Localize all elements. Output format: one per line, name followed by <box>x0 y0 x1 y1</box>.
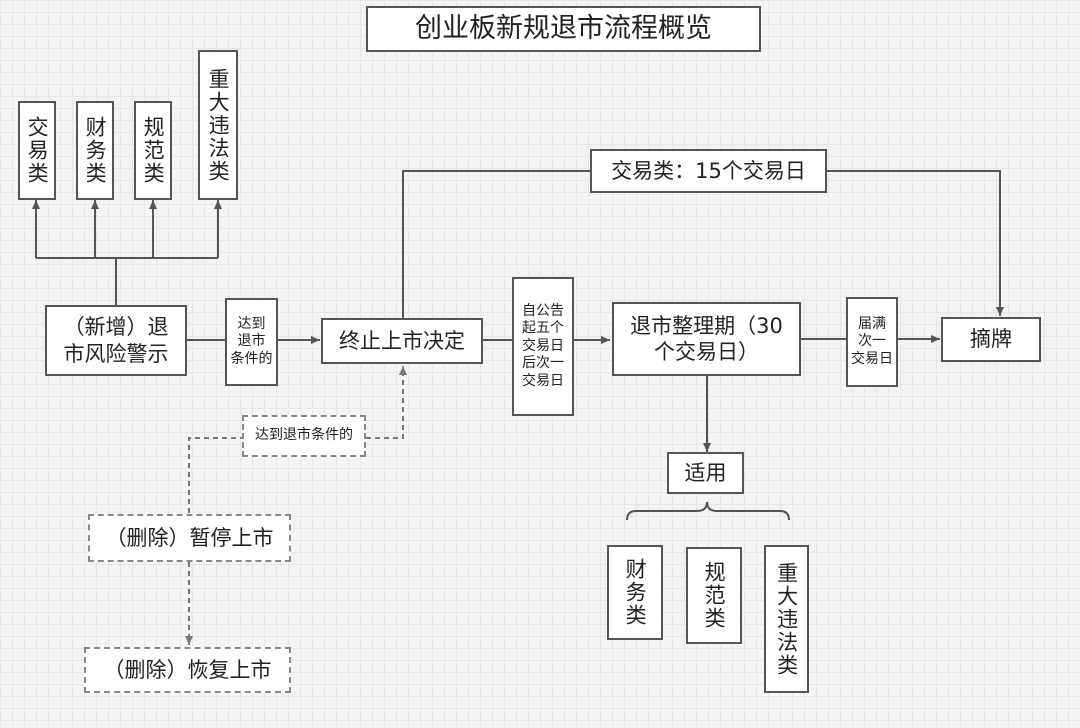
category-major-violation: 重大违法类 <box>198 50 238 200</box>
applicable-major-violation: 重大违法类 <box>764 545 809 693</box>
applicable-compliance: 规范类 <box>686 547 742 644</box>
trading-period-label: 交易类：15个交易日 <box>590 149 827 193</box>
connector-trading-route-right <box>826 170 1004 316</box>
category-trading: 交易类 <box>18 101 56 200</box>
applicable-financial: 财务类 <box>607 545 663 640</box>
delist-box: 摘牌 <box>941 317 1041 362</box>
termination-decision-box: 终止上市决定 <box>321 318 483 364</box>
risk-warning-box: （新增）退 市风险警示 <box>45 305 187 376</box>
announcement-timing-label: 自公告 起五个 交易日 后次一 交易日 <box>512 277 574 416</box>
removed-condition-label: 达到退市条件的 <box>242 415 366 457</box>
expiry-label: 届满 次一 交易日 <box>846 297 898 387</box>
delisting-arrangement-box: 退市整理期（30 个交易日） <box>612 302 801 376</box>
applicable-box: 适用 <box>667 452 744 494</box>
brace-applicable <box>626 501 790 521</box>
connector-trading-route-left <box>402 170 590 318</box>
removed-suspend-listing-box: （删除）暂停上市 <box>88 514 291 562</box>
page-title: 创业板新规退市流程概览 <box>366 6 761 52</box>
category-compliance: 规范类 <box>134 101 172 200</box>
category-financial: 财务类 <box>76 101 114 200</box>
connector-start-to-categories <box>36 257 218 305</box>
connector-removed-suspend-to-decision <box>188 366 403 513</box>
condition-label: 达到 退市 条件的 <box>225 298 278 386</box>
removed-resume-listing-box: （删除）恢复上市 <box>84 647 291 693</box>
